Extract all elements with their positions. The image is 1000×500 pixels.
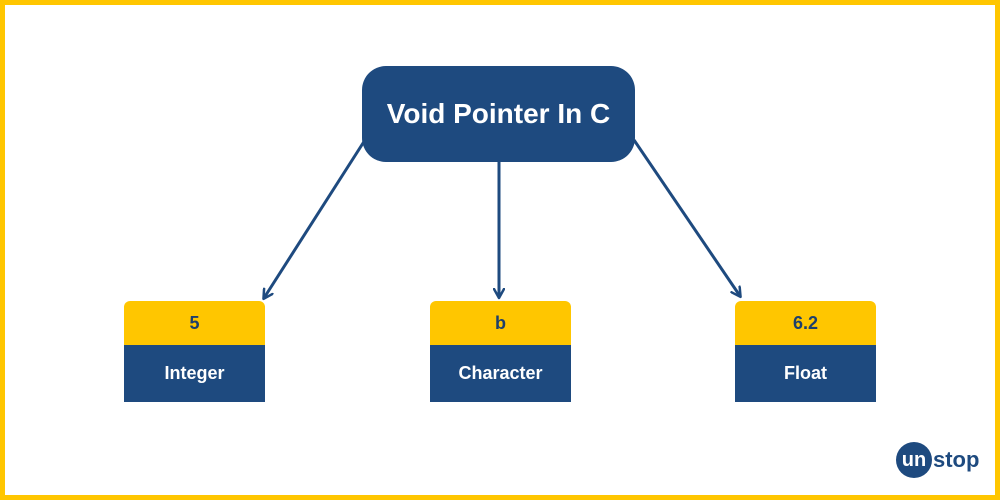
box-value: 6.2 [735, 301, 876, 345]
logo-circle: un [896, 442, 932, 478]
arrow-to-integer [264, 139, 367, 298]
child-box-integer: 5 Integer [124, 301, 265, 402]
box-type-label: Float [735, 345, 876, 402]
unstop-logo: un stop [896, 442, 979, 478]
root-label: Void Pointer In C [386, 98, 611, 129]
box-value: 5 [124, 301, 265, 345]
box-type-label: Integer [124, 345, 265, 402]
box-type-label: Character [430, 345, 571, 402]
child-box-float: 6.2 Float [735, 301, 876, 402]
arrow-to-float [632, 139, 740, 296]
logo-text: stop [933, 447, 980, 472]
root-node: Void Pointer In C [362, 66, 635, 162]
box-value: b [430, 301, 571, 345]
child-box-character: b Character [430, 301, 571, 402]
